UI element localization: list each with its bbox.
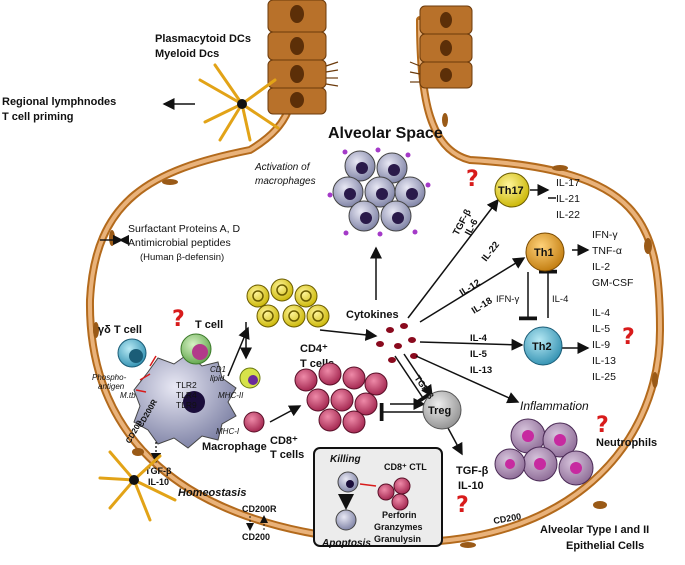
th2-out-2: IL-9 [592, 339, 610, 351]
mac-tgfb-label: TGF-β [145, 466, 172, 476]
perforin-label: Perforin [382, 510, 417, 520]
tlr9-label: TLR9 [176, 400, 197, 410]
tlr4-label: TLR4 [176, 390, 197, 400]
dendritic-cell-top [198, 63, 280, 142]
regional-label-1: Regional lymphnodes [2, 96, 116, 108]
il5-label: IL-5 [470, 349, 488, 360]
cd8-label-2: T cells [270, 449, 304, 461]
treg-cell [422, 390, 462, 430]
airway-epithelium-right [409, 5, 473, 89]
activation-label-1: Activation of [254, 162, 311, 173]
th2-cell [523, 326, 563, 366]
cd200-right-label: CD200 [493, 511, 522, 526]
cd200r-bottom-label: CD200R [242, 504, 277, 514]
il4-label: IL-4 [470, 333, 488, 344]
macrophage-label: Macrophage [202, 441, 267, 453]
mhc1-label: MHC-I [216, 427, 240, 436]
phospho-label-2: antigen [98, 382, 125, 391]
epithelial-nuclei [93, 113, 658, 548]
mdc-label: Myeloid Dcs [155, 48, 219, 60]
regional-label-2: T cell priming [2, 111, 74, 123]
th17-out-0: IL-17 [556, 177, 580, 189]
treg-label: Treg [428, 405, 451, 417]
homeostasis-label: Homeostasis [178, 487, 246, 499]
tlr2-label: TLR2 [176, 380, 197, 390]
gamma-delta-t-cell [117, 338, 147, 368]
il13-label: IL-13 [470, 365, 492, 376]
cytokine-molecules [376, 323, 418, 363]
cd4-t-cell-cluster [246, 278, 330, 328]
il12-label: IL-12 [458, 277, 483, 298]
treg-il10-label: IL-10 [458, 480, 484, 492]
th2-out-4: IL-25 [592, 371, 616, 383]
gd-t-cell-label: γδ T cell [98, 324, 142, 336]
il22-label: IL-22 [480, 240, 502, 264]
th17-label: Th17 [498, 185, 524, 197]
th1-out-1: TNF-α [592, 245, 622, 257]
ifng-label: IFN-γ [496, 294, 519, 305]
th1-label: Th1 [534, 247, 554, 259]
killing-box [313, 447, 443, 547]
surfactant-label-2: Antimicrobial peptides [128, 237, 231, 249]
th2-out-1: IL-5 [592, 323, 610, 335]
treg-tgfb-label: TGF-β [456, 465, 489, 477]
th17-cell [494, 172, 530, 208]
cd1-label: CD1 [210, 365, 226, 374]
activated-macrophages [327, 147, 431, 237]
airway-epithelium-left [267, 0, 339, 115]
surfactant-label-3: (Human β-defensin) [140, 252, 224, 263]
question-mark-treg: ? [456, 493, 469, 518]
cytokines-label: Cytokines [346, 309, 399, 321]
th17-out-2: IL-22 [556, 209, 580, 221]
il4b-label: IL-4 [552, 294, 568, 305]
il18-label: IL-18 [470, 295, 495, 316]
cd8-t-cell-cluster [294, 362, 388, 434]
epithelial-label-2: Epithelial Cells [566, 540, 644, 552]
cd200-bottom-label: CD200 [242, 532, 270, 542]
page-title: Alveolar Space [328, 125, 443, 142]
epithelial-label-1: Alveolar Type I and II [540, 524, 649, 536]
question-mark-neutrophils: ? [596, 413, 609, 438]
neutrophils-label: Neutrophils [596, 437, 657, 449]
lipid-label: lipid [210, 374, 225, 383]
inflammation-label: Inflammation [520, 399, 589, 413]
th2-label: Th2 [532, 341, 552, 353]
mac-il10-label: IL-10 [148, 477, 169, 487]
cd8-presenting-cell [243, 411, 265, 433]
question-mark-th2: ? [622, 325, 635, 350]
surfactant-label-1: Surfactant Proteins A, D [128, 223, 240, 235]
mhc2-label: MHC-II [218, 391, 244, 400]
mtb-label: M.tb [120, 391, 136, 400]
th1-out-0: IFN-γ [592, 229, 618, 241]
t-cell-label: T cell [195, 319, 223, 331]
apoptosis-label: Apoptosis [321, 538, 371, 549]
neutrophil-cluster [494, 418, 594, 486]
ctl-label: CD8⁺ CTL [384, 462, 427, 472]
phospho-label-1: Phospho- [92, 373, 127, 382]
th1-out-3: GM-CSF [592, 277, 633, 289]
th1-cell [525, 232, 565, 272]
th1-out-2: IL-2 [592, 261, 610, 273]
question-mark-th17: ? [466, 167, 479, 192]
th2-out-3: IL-13 [592, 355, 616, 367]
th17-out-1: IL-21 [556, 193, 580, 205]
activation-label-2: macrophages [255, 176, 316, 187]
question-mark-tcell: ? [172, 307, 185, 332]
th2-out-0: IL-4 [592, 307, 610, 319]
dendritic-cell-bottom [98, 450, 177, 522]
killing-label: Killing [330, 454, 361, 465]
pdc-label: Plasmacytoid DCs [155, 33, 251, 45]
cd4-label-1: CD4⁺ [300, 343, 328, 355]
cd8-label-1: CD8⁺ [270, 435, 298, 447]
granulysin-label: Granulysin [374, 534, 421, 544]
t-cell-green [180, 333, 212, 365]
granzymes-label: Granzymes [374, 522, 423, 532]
